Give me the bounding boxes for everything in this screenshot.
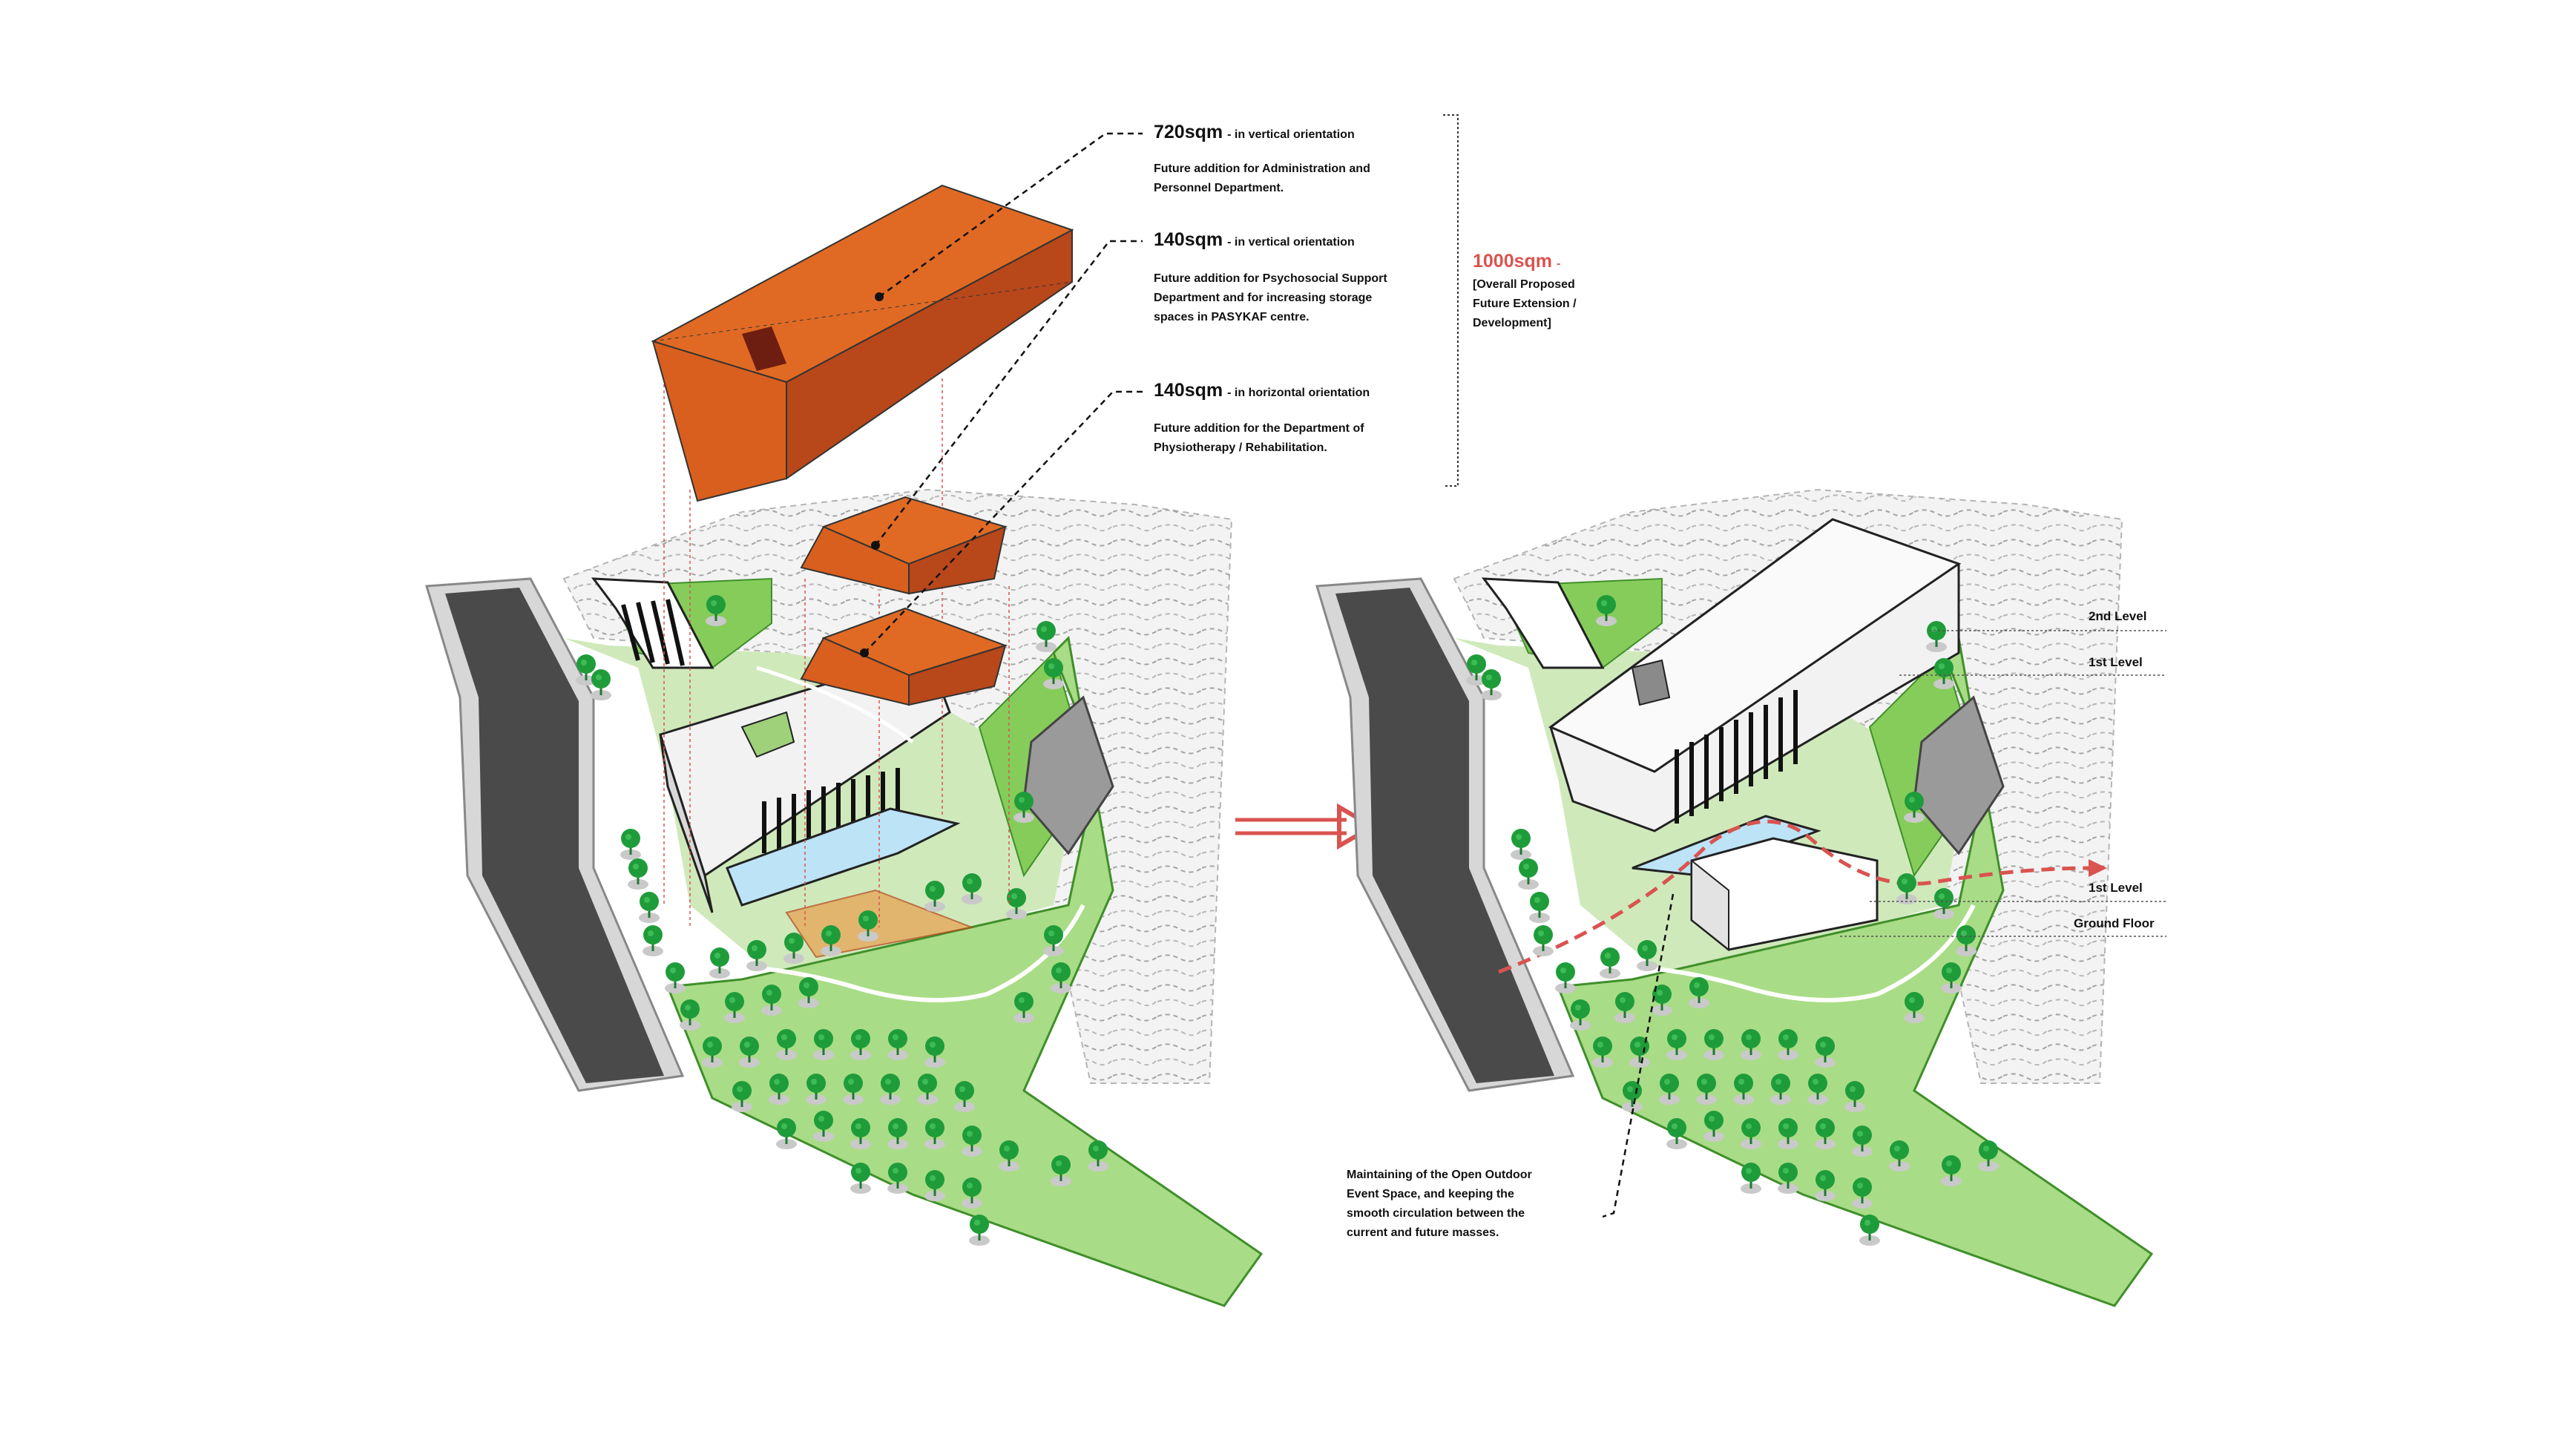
mass-140-horizontal	[800, 607, 1008, 706]
total-area: 1000sqm	[1473, 251, 1552, 272]
annotation-720-desc-1: Future addition for Administration and	[1154, 162, 1370, 175]
right-site	[1315, 488, 2154, 1307]
annotation-140h-desc-1: Future addition for the Department of	[1154, 422, 1364, 435]
transition-arrow	[1235, 803, 1377, 850]
leader-lines	[864, 132, 1143, 654]
circulation-path	[1498, 819, 2093, 974]
annotation-140h-desc-2: Physiotherapy / Rehabilitation.	[1154, 441, 1327, 454]
left-rock	[1022, 695, 1114, 855]
left-site	[425, 488, 1264, 1307]
total-desc-1: [Overall Proposed	[1473, 278, 1575, 291]
annotation-140v-desc-2: Department and for increasing storage	[1154, 292, 1372, 304]
svg-text:140sqm- in horizontal orientat: 140sqm - in horizontal orientation	[1154, 380, 1370, 401]
level-1st-upper: 1st Level	[2089, 655, 2143, 669]
annotation-140v-orientation: - in vertical orientation	[1227, 236, 1355, 249]
svg-text:720sqm- in vertical orientatio: 720sqm - in vertical orientation	[1154, 122, 1355, 142]
annotation-140-vertical: 140sqm - in vertical orientation Future a…	[1154, 229, 1387, 323]
total-bracket	[1443, 114, 1459, 487]
svg-text:140sqm- in vertical orientatio: 140sqm - in vertical orientation	[1154, 229, 1355, 250]
total-desc-2: Future Extension /	[1473, 298, 1577, 310]
annotation-140v-area: 140sqm	[1154, 229, 1223, 250]
annotation-720: 720sqm - in vertical orientation Future a…	[1154, 122, 1370, 194]
annotation-total: 1000sqm- [Overall Proposed Future Extens…	[1473, 251, 1577, 329]
annotation-140v-desc-1: Future addition for Psychosocial Support	[1154, 272, 1387, 285]
outdoor-note-2: Event Space, and keeping the	[1347, 1188, 1514, 1200]
annotation-140h-area: 140sqm	[1154, 380, 1223, 401]
total-dash: -	[1557, 257, 1560, 270]
annotation-720-area: 720sqm	[1154, 122, 1223, 142]
outdoor-note-3: smooth circulation between the	[1347, 1207, 1525, 1220]
outdoor-note-4: current and future masses.	[1347, 1226, 1499, 1239]
annotation-140v-desc-3: spaces in PASYKAF centre.	[1154, 311, 1310, 323]
right-building	[1481, 518, 1962, 952]
total-desc-3: Development]	[1473, 317, 1551, 329]
right-rock	[1913, 695, 2005, 855]
level-ground: Ground Floor	[2074, 916, 2155, 930]
outdoor-note-leader	[1602, 893, 1675, 1218]
annotation-720-desc-2: Personnel Department.	[1154, 182, 1284, 194]
left-grass-light	[564, 638, 1076, 979]
level-2nd: 2nd Level	[2089, 609, 2146, 623]
mass-140-vertical	[800, 496, 1008, 595]
annotation-720-orientation: - in vertical orientation	[1227, 128, 1355, 141]
svg-text:1000sqm-: 1000sqm-	[1473, 251, 1560, 272]
annotation-140h-orientation: - in horizontal orientation	[1227, 387, 1370, 399]
outdoor-note-1: Maintaining of the Open Outdoor	[1347, 1169, 1532, 1181]
level-1st-lower: 1st Level	[2089, 881, 2143, 895]
annotation-140-horizontal: 140sqm - in horizontal orientation Future…	[1154, 380, 1370, 454]
mass-720	[651, 184, 1074, 502]
level-lines	[1840, 630, 2166, 937]
outdoor-note: Maintaining of the Open Outdoor Event Sp…	[1347, 1169, 1532, 1239]
